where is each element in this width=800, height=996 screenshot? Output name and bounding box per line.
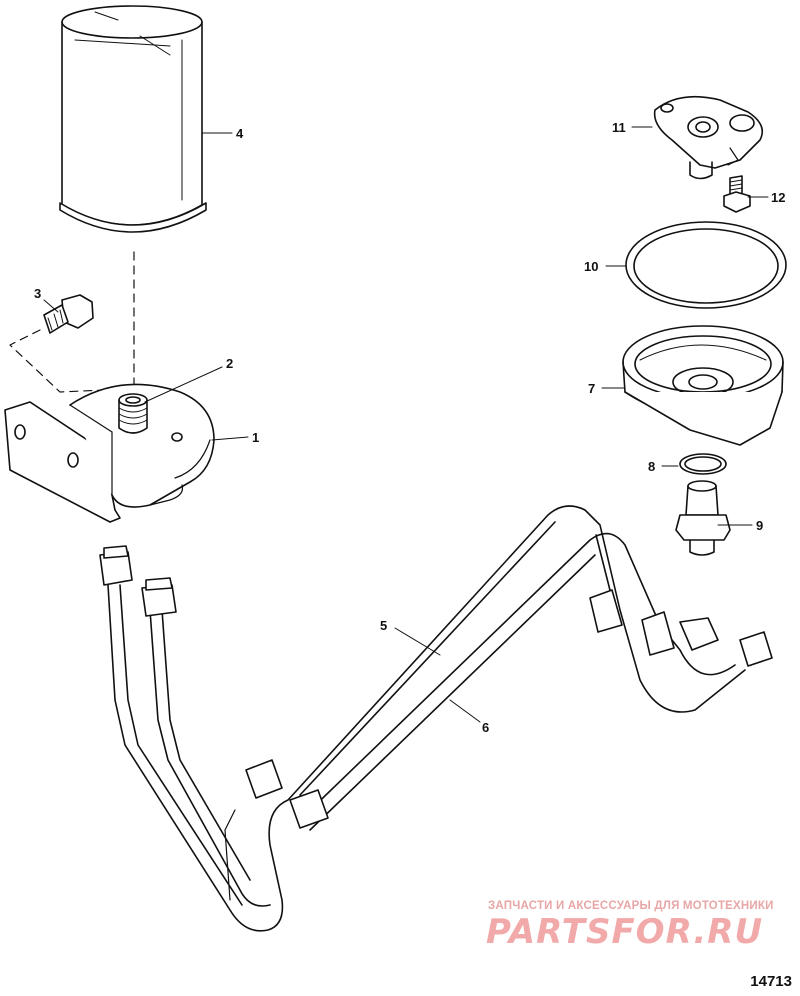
o-ring-large: [625, 221, 787, 309]
callout-3: 3: [34, 286, 41, 301]
callout-10: 10: [584, 259, 598, 274]
filter-adapter: [653, 95, 764, 180]
o-ring-small: [679, 453, 727, 475]
oil-line-5: [107, 505, 746, 932]
callout-11: 11: [612, 120, 626, 135]
callout-12: 12: [771, 190, 785, 205]
oil-filter: [59, 5, 207, 233]
callout-4: 4: [236, 126, 244, 141]
callout-2: 2: [226, 356, 233, 371]
watermark-logo: PARTSFOR.RU: [486, 912, 764, 952]
bolt-12: [723, 175, 751, 213]
bolt-3: [43, 294, 94, 334]
callout-5: 5: [380, 618, 387, 633]
filter-housing: [622, 325, 784, 446]
callout-7: 7: [588, 381, 595, 396]
threaded-nipple: [118, 393, 148, 434]
fitting: [675, 480, 731, 556]
callout-8: 8: [648, 459, 655, 474]
watermark-tagline: ЗАПЧАСТИ И АКСЕССУАРЫ ДЛЯ МОТОТЕХНИКИ: [488, 900, 774, 912]
leader-lines: [43, 126, 769, 723]
callout-1: 1: [252, 430, 259, 445]
figure-number: 14713: [750, 973, 792, 990]
mounting-bracket: [4, 383, 215, 523]
callout-9: 9: [756, 518, 763, 533]
callout-6: 6: [482, 720, 489, 735]
oil-line-6: [149, 532, 736, 907]
line-end-fittings: [99, 545, 773, 829]
